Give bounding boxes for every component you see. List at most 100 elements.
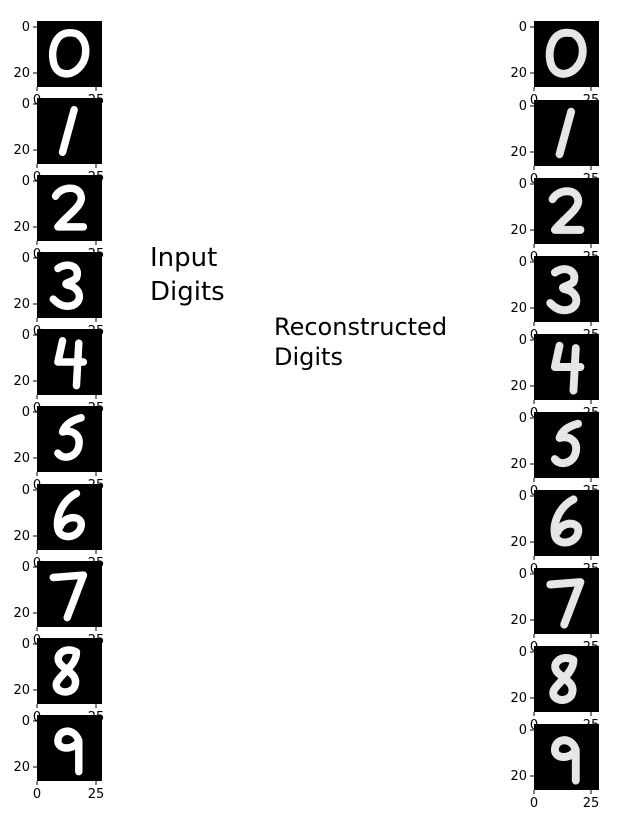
y-tick-label: 0 <box>22 483 30 498</box>
y-tick-label: 0 <box>519 20 527 35</box>
x-tick-label: 0 <box>33 633 41 648</box>
reconstructed-digit-stroke <box>550 419 583 468</box>
y-tick-label: 0 <box>519 645 527 660</box>
reconstructed-digit-stroke <box>550 341 585 395</box>
input-digit-stroke <box>54 414 85 461</box>
x-tick-label: 0 <box>530 718 538 733</box>
y-tick-label: 20 <box>13 220 30 235</box>
x-tick-label: 25 <box>88 401 105 416</box>
reconstructed-digit-stroke <box>546 265 581 315</box>
x-tick-label: 0 <box>530 562 538 577</box>
reconstructed-digit-stroke <box>550 495 583 547</box>
x-tick-label: 25 <box>583 718 600 733</box>
x-tick-label: 25 <box>88 787 105 802</box>
y-tick-label: 20 <box>13 683 30 698</box>
x-tick-label: 0 <box>33 478 41 493</box>
y-tick-label: 20 <box>13 66 30 81</box>
y-tick-label: 0 <box>22 637 30 652</box>
reconstructed-digit-stroke <box>548 187 585 234</box>
y-tick-label: 0 <box>22 560 30 575</box>
input-digit-image <box>37 406 102 472</box>
x-tick-label: 25 <box>583 250 600 265</box>
x-tick-label: 0 <box>530 406 538 421</box>
y-tick-label: 20 <box>510 66 527 81</box>
reconstructed-digit-stroke <box>545 28 587 78</box>
input-digit-stroke <box>58 106 78 156</box>
x-tick-label: 0 <box>530 484 538 499</box>
recon-label-line1: Reconstructed <box>274 313 448 341</box>
y-tick-label: 20 <box>13 374 30 389</box>
input-digit-stroke <box>48 29 90 78</box>
recon-label-line2: Digits <box>274 343 343 371</box>
y-tick-label: 0 <box>519 99 527 114</box>
y-tick-label: 0 <box>519 177 527 192</box>
y-tick-label: 0 <box>22 251 30 266</box>
x-tick-label: 25 <box>88 247 105 262</box>
y-tick-label: 0 <box>22 20 30 35</box>
x-tick-label: 0 <box>33 556 41 571</box>
input-digit-stroke <box>51 184 88 231</box>
input-digits-annotation: Input Digits <box>150 241 225 309</box>
x-tick-label: 25 <box>88 93 105 108</box>
y-tick-label: 20 <box>510 301 527 316</box>
x-tick-label: 0 <box>33 401 41 416</box>
reconstructed-digit-stroke <box>549 654 578 704</box>
x-tick-label: 25 <box>583 796 600 811</box>
reconstructed-digit-stroke <box>550 736 580 785</box>
x-tick-label: 25 <box>88 556 105 571</box>
y-tick-label: 0 <box>22 328 30 343</box>
x-tick-label: 0 <box>33 93 41 108</box>
x-tick-label: 0 <box>530 93 538 108</box>
input-digit-stroke <box>52 646 81 696</box>
input-digit-stroke <box>53 489 85 541</box>
x-tick-label: 25 <box>583 484 600 499</box>
x-tick-label: 0 <box>33 247 41 262</box>
x-tick-label: 0 <box>530 172 538 187</box>
x-tick-label: 25 <box>583 640 600 655</box>
y-tick-label: 0 <box>22 405 30 420</box>
input-label-line1: Input <box>150 243 218 273</box>
reconstructed-digit-stroke <box>555 107 576 159</box>
y-tick-label: 0 <box>519 255 527 270</box>
input-digit-stroke <box>54 727 83 776</box>
y-tick-label: 20 <box>13 143 30 158</box>
x-tick-label: 25 <box>583 406 600 421</box>
y-tick-label: 0 <box>22 97 30 112</box>
y-tick-label: 0 <box>22 714 30 729</box>
x-tick-label: 25 <box>583 172 600 187</box>
x-tick-label: 25 <box>583 328 600 343</box>
x-tick-label: 25 <box>88 324 105 339</box>
y-tick-label: 20 <box>13 529 30 544</box>
input-digit-stroke <box>49 571 88 622</box>
x-tick-label: 0 <box>33 324 41 339</box>
x-tick-label: 0 <box>33 787 41 802</box>
y-tick-label: 20 <box>510 691 527 706</box>
x-tick-label: 25 <box>88 478 105 493</box>
y-tick-label: 20 <box>13 606 30 621</box>
y-tick-label: 20 <box>510 145 527 160</box>
x-tick-label: 0 <box>530 796 538 811</box>
input-digit-stroke <box>54 337 88 390</box>
y-tick-label: 0 <box>519 723 527 738</box>
y-tick-label: 20 <box>510 769 527 784</box>
x-tick-label: 25 <box>88 710 105 725</box>
x-tick-label: 25 <box>583 562 600 577</box>
y-tick-label: 0 <box>519 567 527 582</box>
y-tick-label: 20 <box>13 760 30 775</box>
